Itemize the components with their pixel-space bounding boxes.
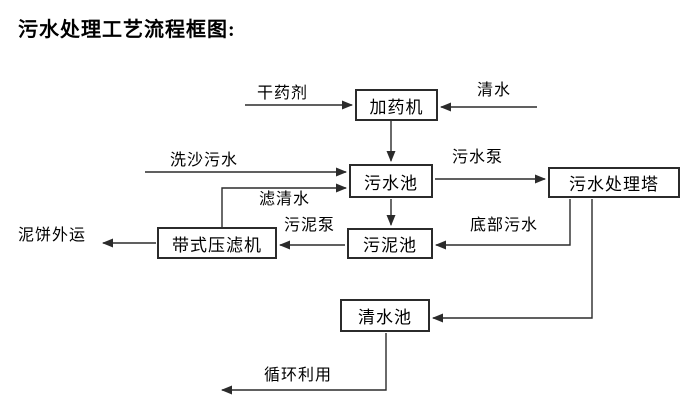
node-belt-filter-press: 带式压滤机 (157, 227, 277, 259)
edge-label-filtered-water: 滤清水 (259, 190, 311, 210)
edge-filtered-water-line (221, 183, 347, 227)
node-sewage-pool: 污水池 (349, 164, 433, 198)
node-clean-water-pool: 清水池 (340, 299, 430, 332)
edge-label-bottom-sewage: 底部污水 (470, 216, 539, 236)
edge-bottom-sewage-line (435, 199, 571, 250)
edge-label-dry-chemical: 干药剂 (257, 84, 309, 104)
edge-recycle-line (221, 333, 387, 395)
edge-label-mud-cake-out: 泥饼外运 (18, 226, 87, 246)
edge-label-sewage-pump: 污水泵 (452, 148, 504, 168)
node-sludge-pool: 污泥池 (347, 228, 433, 259)
edge-label-clean-water: 清水 (477, 81, 512, 101)
node-sewage-treatment-tower: 污水处理塔 (548, 167, 680, 198)
edge-label-sludge-pump: 污泥泵 (284, 216, 336, 236)
diagram-title: 污水处理工艺流程框图: (18, 19, 236, 41)
edge-label-recycle-use: 循环利用 (264, 366, 333, 386)
edge-tower-to-cleanpool-line (432, 199, 593, 323)
edge-label-sand-washing-sewage: 洗沙污水 (170, 151, 239, 171)
node-dosing-machine: 加药机 (355, 89, 438, 121)
